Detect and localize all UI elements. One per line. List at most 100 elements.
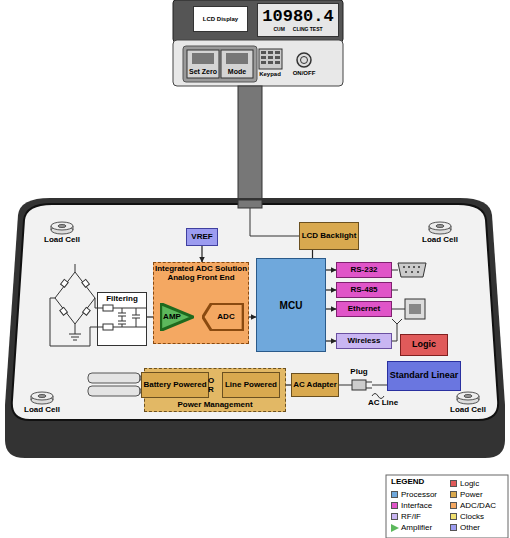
node-text: Filtering <box>106 295 138 304</box>
legend-text: Other <box>460 523 480 532</box>
amplifier-triangle <box>391 524 399 532</box>
seven-segment-display: 10980.4CUM CLING TEST <box>257 3 339 37</box>
legend-title: LEGEND <box>391 478 424 487</box>
connector <box>326 340 336 341</box>
node-text: Mode <box>228 68 246 76</box>
connector <box>312 250 313 258</box>
wireless-box: Wireless <box>336 333 392 349</box>
node-text: RS-485 <box>350 286 377 295</box>
adc-block: ADC <box>202 303 244 331</box>
ac-line-label: AC Line <box>368 399 398 408</box>
legend-text: Logic <box>460 479 479 488</box>
node-text: RS-232 <box>350 266 377 275</box>
legend-text: Processor <box>401 490 437 499</box>
load-cell-icon <box>429 222 451 234</box>
power-box: Battery Powered <box>141 372 209 398</box>
interface-box: Ethernet <box>336 301 392 317</box>
adc-solution-band: Integrated ADC Solution Analog Front End… <box>153 262 249 344</box>
power-box: LCD Backlight <box>299 222 359 250</box>
load-cell-icon <box>51 222 73 234</box>
reference-box: VREF <box>186 228 218 246</box>
legend-swatch <box>450 502 457 509</box>
node-text: Set Zero <box>189 68 217 76</box>
pole <box>238 86 262 206</box>
display-head <box>173 0 343 42</box>
button-window <box>192 53 214 64</box>
platform-surface <box>12 204 498 420</box>
node-text: CLING TEST <box>293 27 323 33</box>
keypad-icon <box>259 49 282 69</box>
node-text: MCU <box>280 300 303 311</box>
load-cell-label: Load Cell <box>24 406 60 415</box>
node-text: Ethernet <box>348 305 380 314</box>
load-cell-label: Load Cell <box>422 236 458 245</box>
node-text: 10980.4 <box>258 8 338 27</box>
connector-icon <box>392 263 426 290</box>
connector <box>326 289 336 290</box>
button-box: Set Zero <box>187 50 219 78</box>
legend-swatch <box>450 480 457 487</box>
node-text: AC Adapter <box>293 381 337 390</box>
connector <box>326 269 336 270</box>
button-box: Mode <box>221 50 253 78</box>
node-text: Battery Powered <box>143 381 206 390</box>
legend-swatch <box>391 502 398 509</box>
load-cell-icon <box>457 392 479 404</box>
switch-label: ON/OFF <box>293 70 316 77</box>
node-text: AMP <box>163 313 191 322</box>
or-label: O R <box>207 376 215 394</box>
shape-outline <box>203 304 243 331</box>
ethernet-jack <box>392 299 425 319</box>
node-text: Standard Linear <box>390 371 459 381</box>
node-text: Integrated ADC Solution Analog Front End <box>154 265 248 283</box>
filter-box: Filtering <box>97 292 147 346</box>
legend-text: Interface <box>401 501 432 510</box>
legend-text: Clocks <box>460 512 484 521</box>
keypad-keys <box>261 51 280 64</box>
amplifier-triangle: AMP <box>160 303 194 331</box>
node-text: CUM <box>273 27 284 33</box>
plug-label: Plug <box>350 368 367 377</box>
legend-swatch <box>391 513 398 520</box>
load-cell-icon <box>31 392 53 404</box>
node-text: LCD Backlight <box>302 232 357 241</box>
pole-foot <box>238 200 262 208</box>
connector <box>326 308 336 309</box>
power-button-ring <box>301 57 308 64</box>
node-text: ADC <box>211 313 234 322</box>
platform-base <box>5 198 505 458</box>
wire <box>250 208 303 236</box>
lcd-display-box: LCD Display <box>193 6 248 32</box>
power-box: Line Powered <box>222 372 280 398</box>
amplifier-symbol <box>391 524 399 532</box>
legend-swatch <box>450 513 457 520</box>
node-text: VREF <box>191 233 212 242</box>
node-text: Wireless <box>348 337 381 346</box>
legend-text: RF/IF <box>401 512 421 521</box>
power-button <box>297 53 311 67</box>
resistor-symbol <box>60 279 90 315</box>
load-cell-label: Load Cell <box>44 236 80 245</box>
button <box>187 50 219 78</box>
legend-text: Amplifier <box>401 523 432 532</box>
button-window <box>226 53 248 64</box>
adapter-box: AC Adapter <box>291 373 339 397</box>
legend-text: ADC/DAC <box>460 501 496 510</box>
button-group <box>183 46 257 82</box>
load-cell-label: Load Cell <box>450 406 486 415</box>
battery <box>88 373 143 396</box>
linear-box: Standard Linear <box>387 361 461 391</box>
node-text: Logic <box>412 340 436 350</box>
shape-outline <box>161 304 194 331</box>
filter-circuit <box>97 305 147 330</box>
legend-text: Power <box>460 490 483 499</box>
button <box>221 50 253 78</box>
power-management-band: Power ManagementBattery PoweredLine Powe… <box>144 368 286 412</box>
filter-ground <box>97 292 147 346</box>
node-text: LCD Display <box>203 16 238 23</box>
interface-box: RS-485 <box>336 282 392 298</box>
bridge-circuit <box>50 264 97 346</box>
node-text: Line Powered <box>225 381 277 390</box>
